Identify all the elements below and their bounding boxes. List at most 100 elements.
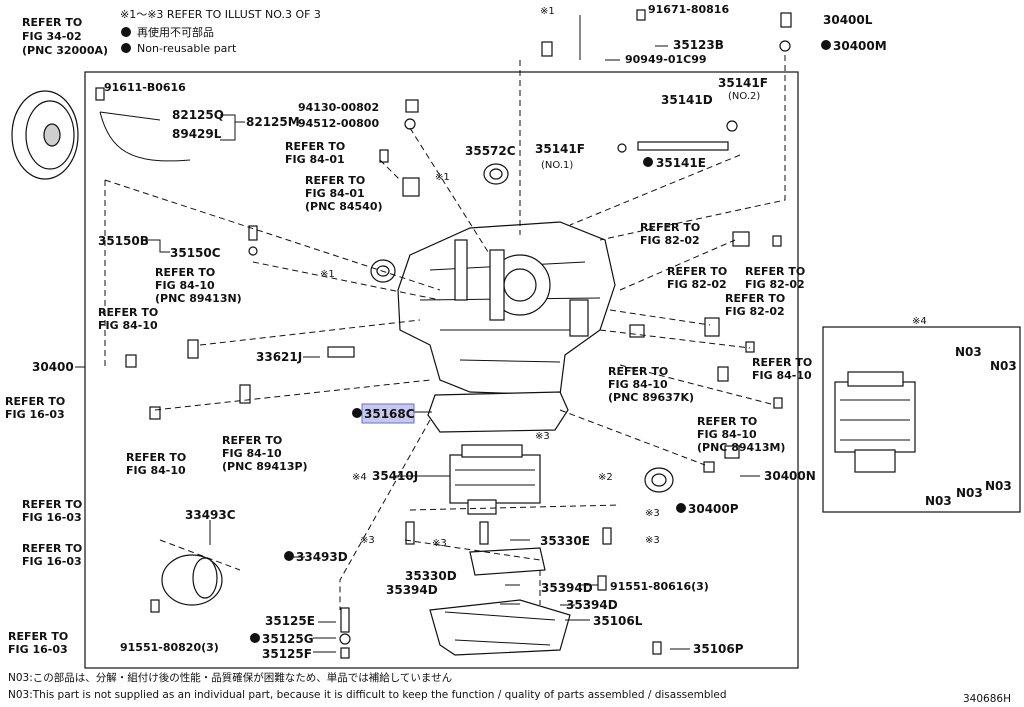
ref-16-03-a[interactable]: REFER TO FIG 16-03 [5, 395, 65, 421]
ref-84-01-a[interactable]: REFER TO FIG 84-01 [285, 140, 345, 166]
svg-text:(PNC 89637K): (PNC 89637K) [608, 391, 694, 404]
svg-text:(PNC 84540): (PNC 84540) [305, 200, 383, 213]
oil-pan-drawing [429, 599, 571, 656]
valve-body-drawing [449, 444, 541, 515]
label-89429L[interactable]: 89429L [172, 127, 222, 141]
label-n03-c[interactable]: N03 [925, 494, 952, 508]
ref-34-02[interactable]: REFER TO FIG 34-02 (PNC 32000A) [22, 16, 108, 57]
ref-84-10-d[interactable]: REFER TO FIG 84-10 (PNC 89637K) [608, 365, 694, 404]
label-35330E[interactable]: 35330E [540, 534, 590, 548]
svg-text:(PNC 89413P): (PNC 89413P) [222, 460, 308, 473]
label-91551-a[interactable]: 91551-80616(3) [610, 580, 709, 593]
leader-lines [104, 55, 786, 610]
label-82125M[interactable]: 82125M [246, 115, 300, 129]
main-frame [84, 71, 799, 669]
label-30400[interactable]: 30400 [32, 360, 74, 374]
label-35106P[interactable]: 35106P [693, 642, 744, 656]
svg-text:FIG 82-02: FIG 82-02 [667, 278, 727, 291]
svg-text:FIG 82-02: FIG 82-02 [725, 305, 785, 318]
label-91551-b[interactable]: 91551-80820(3) [120, 641, 219, 654]
label-35106L[interactable]: 35106L [593, 614, 643, 628]
sensor-parts [99, 111, 750, 459]
ref-84-10-a[interactable]: REFER TO FIG 84-10 (PNC 89413N) [155, 266, 242, 305]
svg-text:FIG 84-10: FIG 84-10 [126, 464, 186, 477]
label-35394D-c[interactable]: 35394D [566, 598, 618, 612]
label-33493C[interactable]: 33493C [185, 508, 236, 522]
label-94130[interactable]: 94130-00802 [298, 101, 379, 114]
figure-id: 340686H [963, 693, 1011, 705]
label-35141F-top[interactable]: 35141F [718, 76, 768, 90]
label-k1-low: ※1 [320, 269, 335, 280]
non-reusable-dot-icon [643, 157, 653, 167]
svg-text:REFER TO: REFER TO [640, 221, 700, 234]
label-n03-b[interactable]: N03 [990, 359, 1017, 373]
ref-84-01-b[interactable]: REFER TO FIG 84-01 (PNC 84540) [305, 174, 383, 213]
ref-16-03-c[interactable]: REFER TO FIG 16-03 [22, 542, 82, 568]
label-35572C[interactable]: 35572C [465, 144, 516, 158]
label-35125G[interactable]: 35125G [262, 632, 314, 646]
ref-82-02-b[interactable]: REFER TO FIG 82-02 [667, 265, 727, 291]
label-91671[interactable]: 91671-80816 [648, 3, 729, 16]
ref-84-10-e[interactable]: REFER TO FIG 84-10 [126, 451, 186, 477]
label-no1: (NO.1) [541, 160, 573, 171]
ref-16-03-b[interactable]: REFER TO FIG 16-03 [22, 498, 82, 524]
label-35125F[interactable]: 35125F [262, 647, 312, 661]
transmission-case-drawing [397, 221, 616, 396]
ref-82-02-a[interactable]: REFER TO FIG 82-02 [640, 221, 700, 247]
label-k3-d: ※3 [432, 538, 447, 549]
svg-text:(PNC 89413N): (PNC 89413N) [155, 292, 242, 305]
svg-text:REFER TO: REFER TO [22, 498, 82, 511]
ref-84-10-f[interactable]: REFER TO FIG 84-10 (PNC 89413P) [222, 434, 308, 473]
label-35410J[interactable]: 35410J [372, 469, 418, 483]
svg-text:REFER TO: REFER TO [22, 16, 82, 29]
label-35141F-left[interactable]: 35141F [535, 142, 585, 156]
label-k4-box: ※4 [912, 316, 927, 327]
label-n03-a[interactable]: N03 [955, 345, 982, 359]
label-35123B[interactable]: 35123B [673, 38, 724, 52]
label-35394D-a[interactable]: 35394D [386, 583, 438, 597]
non-reusable-dot-icon [352, 408, 362, 418]
svg-text:FIG 84-10: FIG 84-10 [155, 279, 215, 292]
label-30400N[interactable]: 30400N [764, 469, 816, 483]
label-91611[interactable]: 91611-B0616 [104, 81, 186, 94]
label-n03-d[interactable]: N03 [956, 486, 983, 500]
label-35168C[interactable]: 35168C [364, 407, 415, 421]
ref-84-10-g[interactable]: REFER TO FIG 84-10 (PNC 89413M) [697, 415, 785, 454]
label-35141E[interactable]: 35141E [656, 156, 706, 170]
ref-16-03-d[interactable]: REFER TO FIG 16-03 [8, 630, 68, 656]
svg-text:FIG 82-02: FIG 82-02 [745, 278, 805, 291]
ref-82-02-d[interactable]: REFER TO FIG 82-02 [725, 292, 785, 318]
label-35150C[interactable]: 35150C [170, 246, 221, 260]
solid-leaders [75, 15, 760, 653]
svg-text:FIG 84-01: FIG 84-01 [285, 153, 345, 166]
svg-text:REFER TO: REFER TO [745, 265, 805, 278]
label-35125E[interactable]: 35125E [265, 614, 315, 628]
label-n03-e[interactable]: N03 [985, 479, 1012, 493]
label-k2: ※2 [598, 472, 613, 483]
label-35394D-b[interactable]: 35394D [541, 581, 593, 595]
svg-text:FIG 84-10: FIG 84-10 [697, 428, 757, 441]
label-82125Q[interactable]: 82125Q [172, 108, 224, 122]
svg-text:REFER TO: REFER TO [222, 434, 282, 447]
label-35330D[interactable]: 35330D [405, 569, 457, 583]
label-90949[interactable]: 90949-01C99 [625, 53, 707, 66]
ref-84-10-b[interactable]: REFER TO FIG 84-10 [98, 306, 158, 332]
label-35141D[interactable]: 35141D [661, 93, 713, 107]
ref-84-10-c[interactable]: REFER TO FIG 84-10 [752, 356, 812, 382]
label-94512[interactable]: 94512-00800 [298, 117, 379, 130]
label-30400M[interactable]: 30400M [833, 39, 887, 53]
legend-jp: 再使用不可部品 [137, 25, 214, 39]
ref-82-02-c[interactable]: REFER TO FIG 82-02 [745, 265, 805, 291]
label-33493D[interactable]: 33493D [296, 550, 348, 564]
non-reusable-dot-icon [250, 633, 260, 643]
torque-converter-drawing [11, 90, 79, 180]
label-30400L[interactable]: 30400L [823, 13, 873, 27]
non-reusable-dot-icon [121, 27, 131, 37]
label-33621J[interactable]: 33621J [256, 350, 302, 364]
label-k3-e: ※3 [645, 535, 660, 546]
svg-text:(PNC 89413M): (PNC 89413M) [697, 441, 785, 454]
highlight-35168C [361, 403, 415, 424]
label-30400P[interactable]: 30400P [688, 502, 739, 516]
label-35150B[interactable]: 35150B [98, 234, 149, 248]
svg-text:REFER TO: REFER TO [5, 395, 65, 408]
